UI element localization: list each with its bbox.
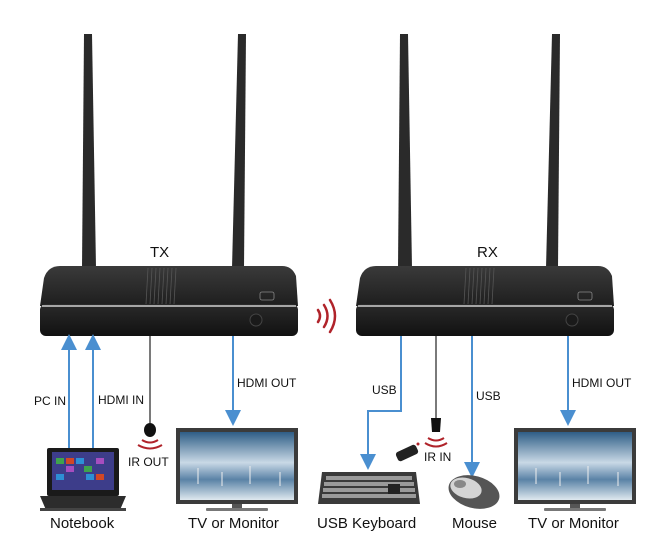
hdmi-out-rx-label: HDMI OUT bbox=[572, 376, 632, 390]
hdmi-out-tx-label: HDMI OUT bbox=[237, 376, 297, 390]
usb-keyboard-label: USB bbox=[372, 383, 397, 397]
remote-control-icon bbox=[395, 442, 420, 462]
notebook-image bbox=[40, 448, 126, 511]
tv-rx-caption: TV or Monitor bbox=[528, 515, 619, 532]
mouse-caption: Mouse bbox=[452, 515, 498, 532]
rx-label: RX bbox=[477, 244, 498, 261]
ir-in-label: IR IN bbox=[424, 450, 452, 464]
usb-mouse-label: USB bbox=[476, 389, 501, 403]
tv-tx-image bbox=[176, 428, 298, 511]
tx-antenna-right bbox=[232, 34, 246, 268]
tv-tx-caption: TV or Monitor bbox=[188, 515, 279, 532]
rx-unit bbox=[356, 266, 614, 336]
tx-unit bbox=[40, 266, 298, 336]
keyboard-caption: USB Keyboard bbox=[317, 515, 417, 532]
ir-out-label: IR OUT bbox=[128, 455, 169, 469]
rx-antenna-left bbox=[398, 34, 412, 268]
keyboard-image bbox=[318, 472, 420, 504]
ir-out-sensor-icon bbox=[137, 423, 163, 450]
hdmi-in-label: HDMI IN bbox=[98, 393, 144, 407]
tx-antenna-left bbox=[82, 34, 96, 268]
tv-rx-image bbox=[514, 428, 636, 511]
mouse-image bbox=[448, 475, 500, 509]
ir-in-sensor-icon bbox=[424, 418, 448, 448]
wireless-signal-icon bbox=[316, 298, 337, 334]
usb-keyboard-arrow bbox=[360, 336, 402, 470]
rx-antenna-right bbox=[546, 34, 560, 268]
tx-label: TX bbox=[150, 244, 170, 261]
notebook-caption: Notebook bbox=[50, 515, 115, 532]
pc-in-label: PC IN bbox=[34, 394, 67, 408]
